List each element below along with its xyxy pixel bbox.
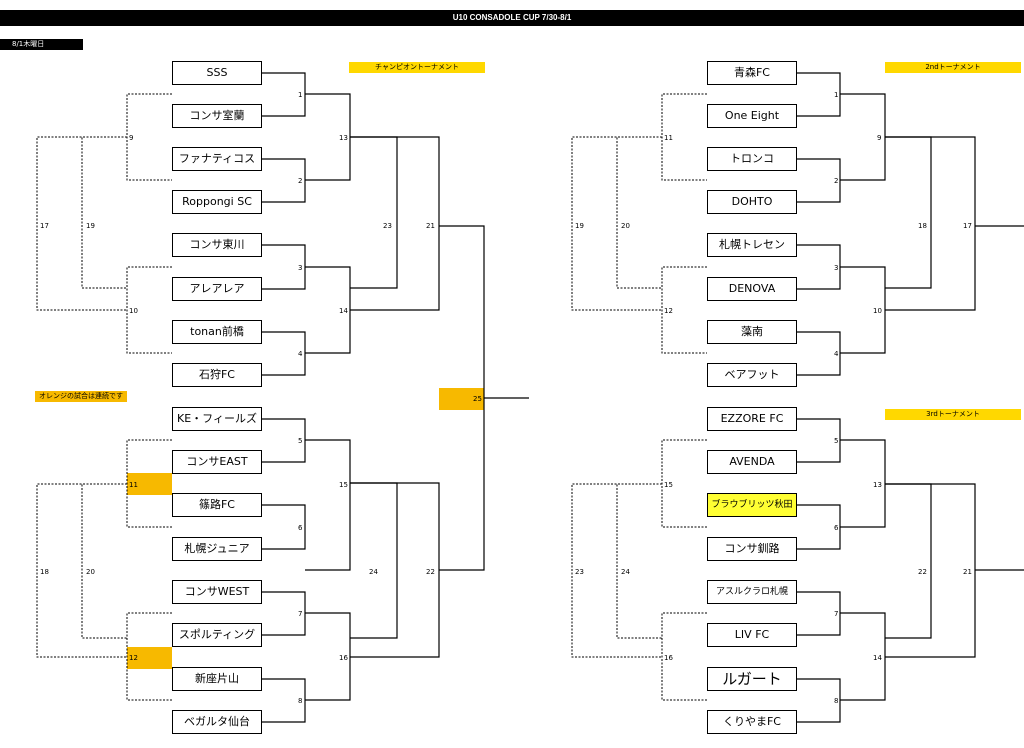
match-number: 10 bbox=[129, 307, 138, 315]
team-box: AVENDA bbox=[707, 450, 797, 474]
match-number: 17 bbox=[40, 222, 49, 230]
match-number: 22 bbox=[426, 568, 435, 576]
match-number: 8 bbox=[298, 697, 303, 705]
orange-final-box bbox=[439, 388, 484, 410]
team-box: SSS bbox=[172, 61, 262, 85]
match-number: 18 bbox=[918, 222, 927, 230]
match-number: 11 bbox=[664, 134, 673, 142]
page-title: U10 CONSADOLE CUP 7/30-8/1 bbox=[0, 10, 1024, 26]
match-number: 18 bbox=[40, 568, 49, 576]
match-number: 12 bbox=[664, 307, 673, 315]
match-number: 21 bbox=[426, 222, 435, 230]
team-box: 藻南 bbox=[707, 320, 797, 344]
team-box: tonan前橋 bbox=[172, 320, 262, 344]
match-number: 21 bbox=[963, 568, 972, 576]
team-box: コンサWEST bbox=[172, 580, 262, 604]
match-number: 6 bbox=[298, 524, 303, 532]
match-number: 15 bbox=[339, 481, 348, 489]
match-number: 2 bbox=[298, 177, 303, 185]
match-number: 1 bbox=[834, 91, 839, 99]
team-box: 新座片山 bbox=[172, 667, 262, 691]
team-box: ファナティコス bbox=[172, 147, 262, 171]
second-tournament-label: 2ndトーナメント bbox=[885, 62, 1021, 73]
match-number: 19 bbox=[86, 222, 95, 230]
team-box: コンサEAST bbox=[172, 450, 262, 474]
team-box: EZZORE FC bbox=[707, 407, 797, 431]
team-box: 青森FC bbox=[707, 61, 797, 85]
team-box: One Eight bbox=[707, 104, 797, 128]
team-box-highlighted: ブラウブリッツ秋田 bbox=[707, 493, 797, 517]
team-box: アスルクラロ札幌 bbox=[707, 580, 797, 604]
team-box: DOHTO bbox=[707, 190, 797, 214]
date-label: 8/1木曜日 bbox=[0, 39, 83, 50]
team-box: コンサ室蘭 bbox=[172, 104, 262, 128]
match-number: 13 bbox=[339, 134, 348, 142]
match-number: 8 bbox=[834, 697, 839, 705]
match-number: 14 bbox=[873, 654, 882, 662]
match-number: 12 bbox=[129, 654, 138, 662]
match-number: 17 bbox=[963, 222, 972, 230]
match-number: 13 bbox=[873, 481, 882, 489]
match-number: 11 bbox=[129, 481, 138, 489]
match-number: 5 bbox=[834, 437, 839, 445]
team-box: くりやまFC bbox=[707, 710, 797, 734]
team-box: 札幌トレセン bbox=[707, 233, 797, 257]
team-box: ベアフット bbox=[707, 363, 797, 387]
team-box: KE・フィールズ bbox=[172, 407, 262, 431]
match-number: 6 bbox=[834, 524, 839, 532]
team-box: LIV FC bbox=[707, 623, 797, 647]
team-box: アレアレア bbox=[172, 277, 262, 301]
team-box: トロンコ bbox=[707, 147, 797, 171]
team-box: ベガルタ仙台 bbox=[172, 710, 262, 734]
championship-tournament-label: チャンピオントーナメント bbox=[349, 62, 485, 73]
match-number: 20 bbox=[621, 222, 630, 230]
team-box: コンサ釧路 bbox=[707, 537, 797, 561]
match-number: 5 bbox=[298, 437, 303, 445]
team-box: ルガート bbox=[707, 667, 797, 691]
match-number: 4 bbox=[834, 350, 839, 358]
team-box: 篠路FC bbox=[172, 493, 262, 517]
match-number: 3 bbox=[834, 264, 839, 272]
match-number: 4 bbox=[298, 350, 303, 358]
match-number: 22 bbox=[918, 568, 927, 576]
match-number: 3 bbox=[298, 264, 303, 272]
match-number: 14 bbox=[339, 307, 348, 315]
orange-note: オレンジの試合は連続です bbox=[35, 391, 127, 402]
match-number-final: 25 bbox=[473, 395, 482, 403]
match-number: 10 bbox=[873, 307, 882, 315]
match-number: 9 bbox=[877, 134, 882, 142]
match-number: 1 bbox=[298, 91, 303, 99]
match-number: 9 bbox=[129, 134, 134, 142]
orange-match-box bbox=[127, 473, 172, 495]
match-number: 24 bbox=[369, 568, 378, 576]
match-number: 20 bbox=[86, 568, 95, 576]
team-box: スポルティング bbox=[172, 623, 262, 647]
match-number: 2 bbox=[834, 177, 839, 185]
match-number: 7 bbox=[298, 610, 303, 618]
team-box: Roppongi SC bbox=[172, 190, 262, 214]
match-number: 15 bbox=[664, 481, 673, 489]
team-box: 石狩FC bbox=[172, 363, 262, 387]
orange-match-box bbox=[127, 647, 172, 669]
team-box: DENOVA bbox=[707, 277, 797, 301]
team-box: 札幌ジュニア bbox=[172, 537, 262, 561]
match-number: 16 bbox=[664, 654, 673, 662]
match-number: 16 bbox=[339, 654, 348, 662]
match-number: 7 bbox=[834, 610, 839, 618]
match-number: 24 bbox=[621, 568, 630, 576]
third-tournament-label: 3rdトーナメント bbox=[885, 409, 1021, 420]
match-number: 23 bbox=[383, 222, 392, 230]
team-box: コンサ東川 bbox=[172, 233, 262, 257]
match-number: 23 bbox=[575, 568, 584, 576]
match-number: 19 bbox=[575, 222, 584, 230]
